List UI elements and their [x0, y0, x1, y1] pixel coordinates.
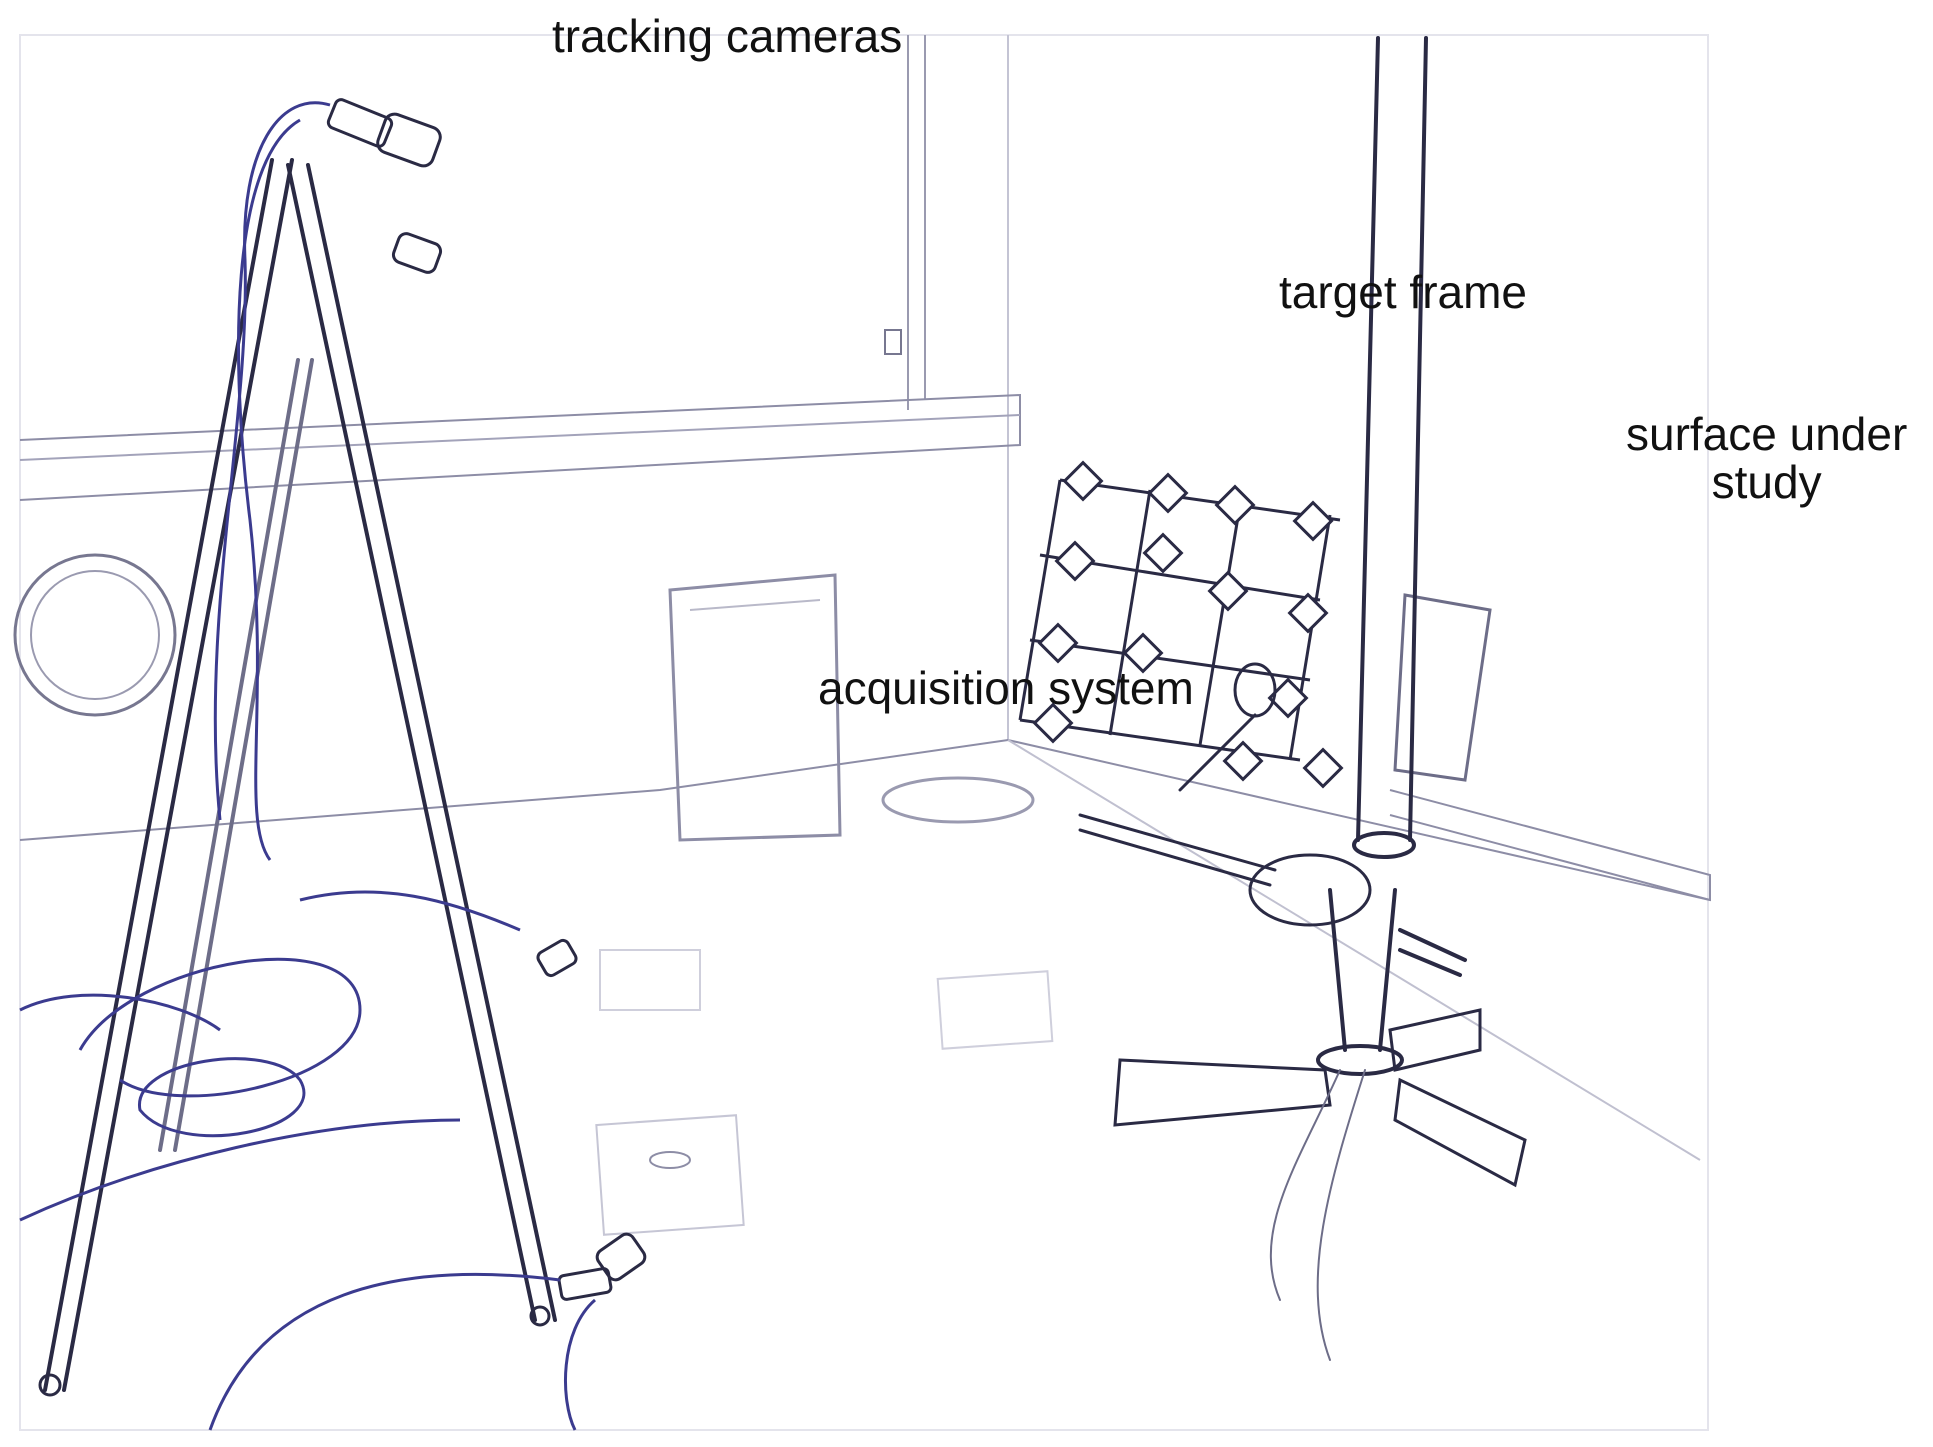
tracking-camera-units: [326, 98, 647, 1301]
tracking-cameras-label: tracking cameras: [552, 10, 903, 62]
target-frame-label: target frame: [1279, 266, 1527, 318]
surface-label-line2: study: [1711, 456, 1822, 509]
camera-cables: [19, 101, 596, 1431]
camera-tripod: [38, 158, 557, 1397]
surface-under-study-label: surface under study: [1626, 410, 1907, 507]
room-background: [13, 34, 1711, 1431]
surface-label-line1: surface under: [1626, 408, 1908, 460]
acquisition-stand: [1078, 36, 1527, 1361]
acquisition-system-label: acquisition system: [818, 662, 1194, 714]
target-markers: [1032, 460, 1344, 789]
